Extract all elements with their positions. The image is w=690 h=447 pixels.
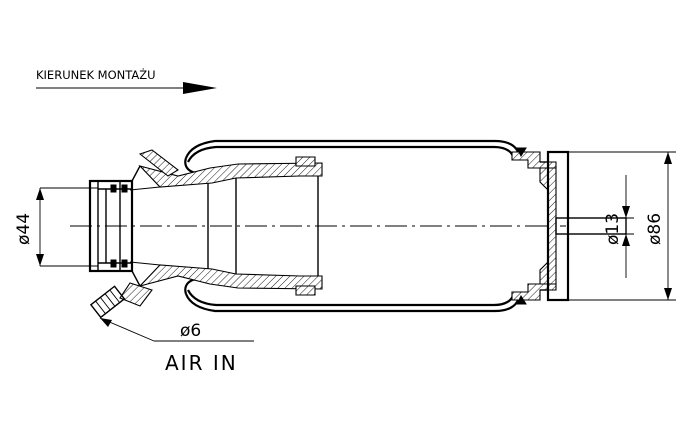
mounting-direction-label: KIERUNEK MONTAŻU <box>36 67 156 82</box>
dim-diameter-86 <box>568 151 676 301</box>
mounting-direction-arrow <box>36 82 217 94</box>
air-in-label: AIR IN <box>165 351 238 375</box>
left-spigot <box>88 165 141 287</box>
dim-diameter-13 <box>568 175 634 278</box>
air-in-leader <box>99 317 254 342</box>
piston-section <box>129 149 323 296</box>
dim-diameter-44 <box>36 187 98 267</box>
dim-6-label: ø6 <box>180 321 201 341</box>
dim-86-label: ø86 <box>645 213 665 245</box>
air-inlet-fitting <box>89 282 153 319</box>
dim-44-label: ø44 <box>14 213 34 245</box>
bellows <box>184 139 520 313</box>
end-cap <box>511 147 570 305</box>
dim-13-label: ø13 <box>603 213 623 245</box>
